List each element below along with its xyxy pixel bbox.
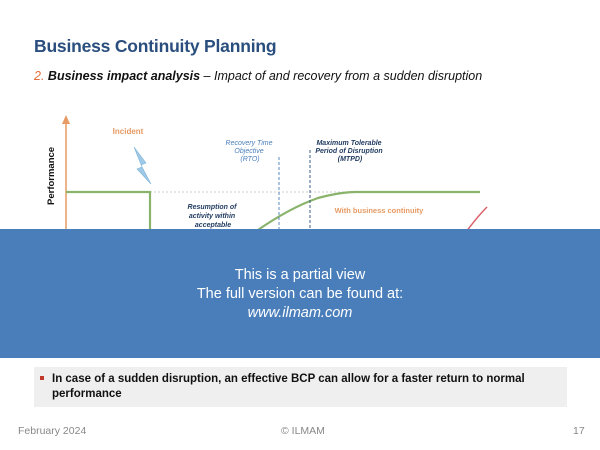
banner-line-1: This is a partial view bbox=[234, 267, 366, 283]
incident-label: Incident bbox=[113, 127, 144, 136]
takeaway-box: In case of a sudden disruption, an effec… bbox=[34, 367, 567, 407]
mtpd-label-line-1: Maximum Tolerable bbox=[316, 140, 381, 147]
footer-copyright: © ILMAM bbox=[281, 425, 325, 437]
slide-title: Business Continuity Planning bbox=[34, 36, 277, 56]
with-bc-label: With business continuity bbox=[335, 206, 425, 215]
resumption-label: Resumption of activity within acceptable bbox=[188, 204, 239, 229]
y-axis-arrow-icon bbox=[62, 115, 70, 124]
resumption-label-line-3: acceptable bbox=[195, 222, 231, 229]
banner-line-2: The full version can be found at: bbox=[196, 286, 404, 302]
resumption-label-line-2: activity within bbox=[189, 213, 235, 220]
mtpd-label-line-2: Period of Disruption bbox=[315, 148, 382, 155]
takeaway-text: In case of a sudden disruption, an effec… bbox=[52, 373, 525, 400]
subtitle-rest: – Impact of and recovery from a sudden d… bbox=[200, 69, 483, 83]
footer-date: February 2024 bbox=[18, 425, 87, 437]
lightning-icon bbox=[133, 146, 152, 185]
subtitle-number: 2. bbox=[34, 69, 45, 83]
footer-page-number: 17 bbox=[573, 425, 585, 437]
y-axis-label: Performance bbox=[46, 147, 57, 205]
performance-line-with-bc bbox=[66, 190, 152, 232]
banner-link[interactable]: www.ilmam.com bbox=[247, 305, 353, 321]
rto-label: Recovery Time Objective (RTO) bbox=[226, 140, 275, 163]
slide-subtitle: 2. Business impact analysis – Impact of … bbox=[34, 69, 482, 83]
bullet-icon bbox=[40, 376, 44, 380]
mtpd-label-line-3: (MTPD) bbox=[338, 156, 363, 163]
partial-view-banner: This is a partial view The full version … bbox=[0, 229, 600, 358]
resumption-label-line-1: Resumption of bbox=[188, 204, 238, 211]
mtpd-label: Maximum Tolerable Period of Disruption (… bbox=[315, 140, 384, 163]
subtitle-bold: Business impact analysis bbox=[47, 69, 201, 83]
rto-label-line-3: (RTO) bbox=[240, 156, 259, 163]
recovery-curve-with-bc bbox=[254, 190, 480, 233]
rto-label-line-2: Objective bbox=[234, 148, 263, 155]
rto-label-line-1: Recovery Time bbox=[226, 140, 273, 147]
